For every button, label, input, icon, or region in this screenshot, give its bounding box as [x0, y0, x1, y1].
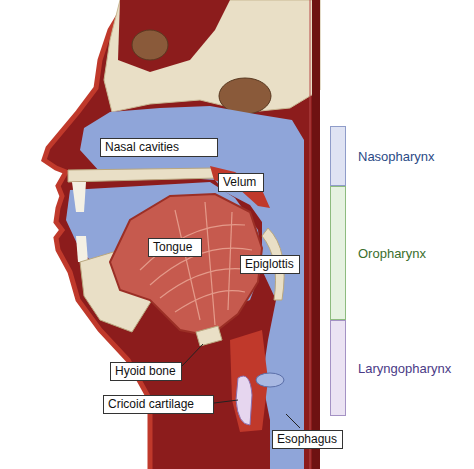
part-label: Esophagus	[277, 432, 338, 447]
band-bar	[330, 126, 346, 186]
part-label: Epiglottis	[245, 257, 295, 272]
upper-tooth	[72, 182, 86, 212]
spine-edge	[312, 0, 320, 469]
region-band: Oropharynx	[330, 186, 470, 320]
cricoid	[236, 376, 252, 425]
region-label: Oropharynx	[358, 246, 426, 261]
part-label: Tongue	[153, 240, 197, 255]
airway	[80, 106, 304, 469]
skull-bone	[104, 0, 320, 112]
part-label-box: Nasal cavities	[100, 138, 218, 157]
hard-palate	[68, 168, 218, 182]
hyoid	[196, 326, 222, 346]
tissue	[44, 0, 320, 469]
region-label: Nasopharynx	[358, 149, 435, 164]
part-label-box: Cricoid cartilage	[103, 395, 214, 414]
part-label-box: Epiglottis	[240, 255, 300, 274]
spine-line	[310, 0, 311, 469]
brain-tissue	[118, 0, 230, 72]
part-label: Cricoid cartilage	[108, 397, 209, 412]
part-label-box: Tongue	[148, 238, 202, 257]
part-label-box: Hyoid bone	[110, 362, 182, 381]
frontal-sinus	[132, 30, 168, 60]
sphenoid-sinus	[219, 78, 271, 114]
part-label: Hyoid bone	[115, 364, 177, 379]
region-band: Nasopharynx	[330, 126, 470, 186]
part-label: Velum	[223, 175, 259, 190]
part-label: Nasal cavities	[105, 140, 213, 155]
part-label-box: Velum	[218, 173, 264, 192]
leader-line	[286, 414, 300, 428]
vocal-fold	[256, 373, 284, 387]
band-bar	[330, 186, 346, 320]
leader-line	[214, 400, 238, 403]
lower-tooth	[76, 236, 88, 262]
part-label-box: Esophagus	[272, 430, 343, 449]
tongue-fibres	[140, 202, 252, 325]
band-bar	[330, 320, 346, 416]
region-band: Laryngopharynx	[330, 320, 470, 416]
leader-line	[182, 344, 203, 366]
region-label: Laryngopharynx	[358, 361, 451, 376]
